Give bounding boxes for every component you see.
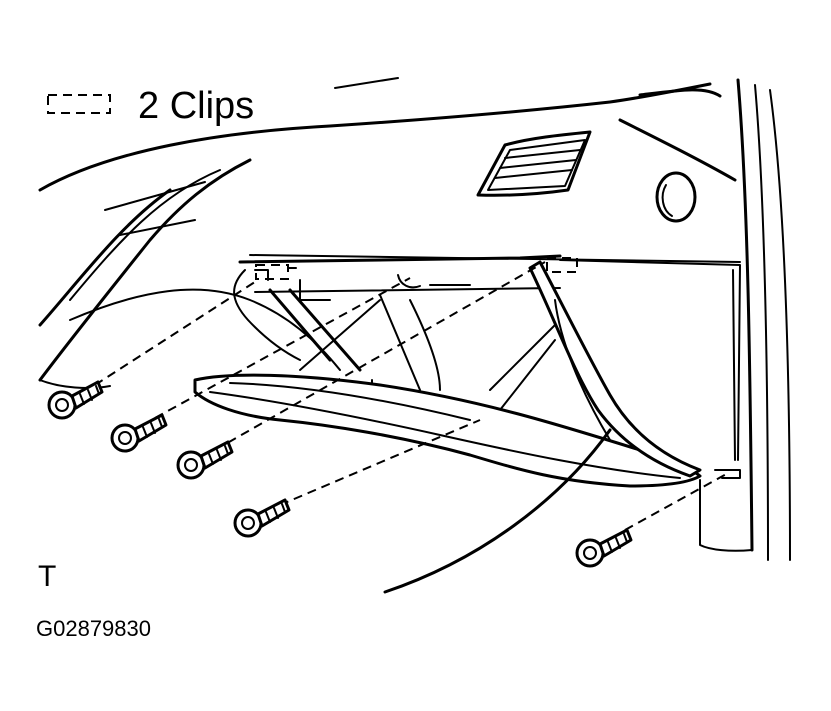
screw-2 bbox=[110, 413, 168, 453]
corner-mark: T bbox=[38, 560, 57, 593]
air-vent bbox=[476, 130, 592, 197]
figure-id: G02879830 bbox=[36, 616, 151, 641]
lower-dash-curve bbox=[383, 428, 612, 594]
clip-location-left bbox=[255, 264, 289, 280]
screw-5 bbox=[575, 528, 633, 568]
dashed-rectangle-icon bbox=[47, 94, 111, 114]
clip-location-right bbox=[546, 257, 578, 273]
screw-4 bbox=[233, 498, 291, 538]
screw-1 bbox=[47, 380, 104, 420]
glove-box-door bbox=[193, 259, 741, 488]
round-trim-cap bbox=[655, 171, 697, 223]
door-pillar bbox=[699, 78, 791, 561]
dashboard-panel bbox=[38, 77, 741, 389]
screw-path-lines bbox=[94, 261, 731, 531]
screw-3 bbox=[176, 440, 234, 480]
clip-legend-label: 2 Clips bbox=[138, 85, 255, 127]
